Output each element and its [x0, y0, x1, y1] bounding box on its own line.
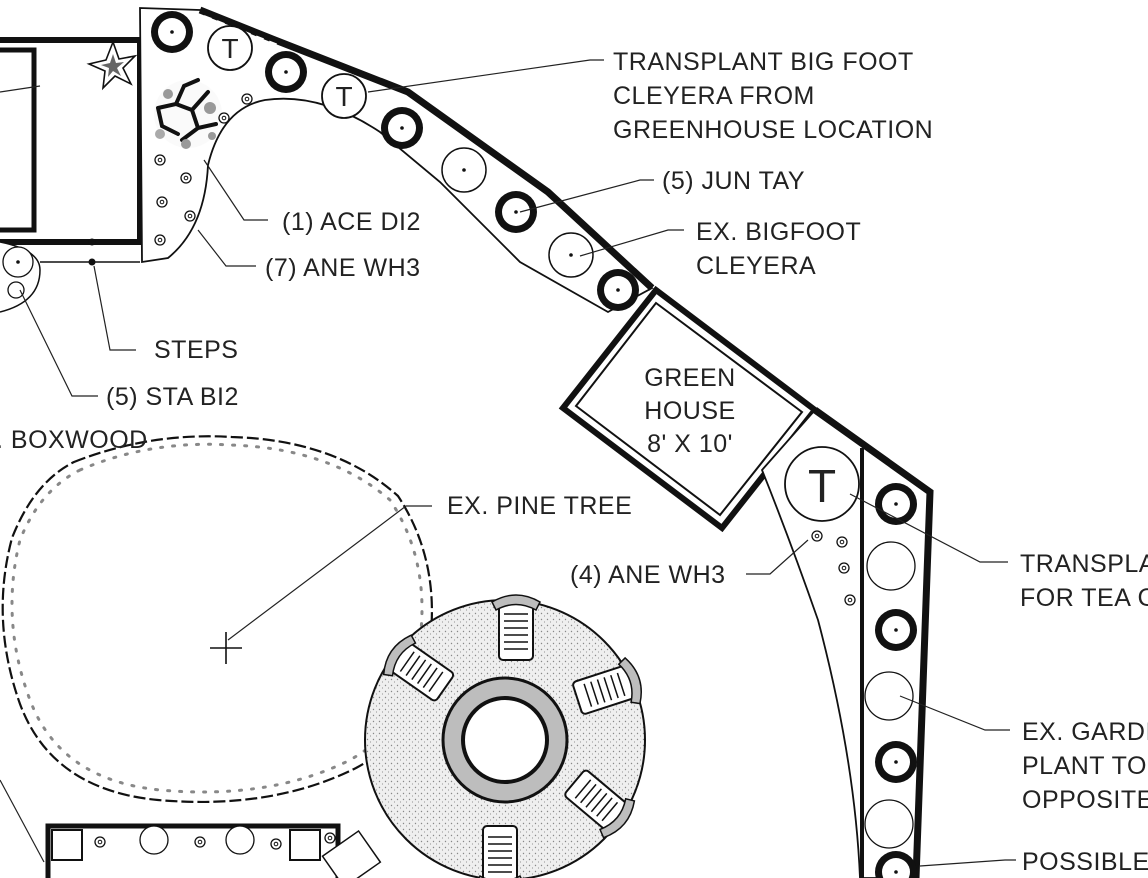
- boxwood-label: . BOXWOOD: [0, 426, 148, 454]
- transplant-big-foot-label-2: CLEYERA FROM: [613, 82, 815, 110]
- transplant-tea-label-1: TRANSPLA: [1020, 550, 1148, 578]
- north-planting-bed: [139, 6, 655, 314]
- transplant-tea-label-2: FOR TEA C: [1020, 584, 1148, 612]
- greenhouse-label-line-1: GREEN: [644, 364, 735, 392]
- ex-garden-label-3: OPPOSITE: [1022, 786, 1148, 814]
- sta-bi2-planting: [0, 241, 41, 313]
- svg-text:T: T: [221, 33, 238, 64]
- steps-marker: [88, 238, 96, 246]
- ex-garden-label-1: EX. GARDI: [1022, 718, 1148, 746]
- steps-label: STEPS: [154, 336, 238, 364]
- ex-bigfoot-label-2: CLEYERA: [696, 252, 816, 280]
- ex-garden-label-2: PLANT TO: [1022, 752, 1147, 780]
- sta-bi2-label: (5) STA BI2: [106, 383, 239, 411]
- ace-di2-tree-icon: [154, 78, 222, 149]
- transplant-big-foot-label-1: TRANSPLANT BIG FOOT: [613, 48, 914, 76]
- greenhouse-size-label: 8' X 10': [647, 430, 733, 458]
- ex-bigfoot-label-1: EX. BIGFOOT: [696, 218, 861, 246]
- leader-lines: [0, 59, 1016, 867]
- ace-di2-label: (1) ACE DI2: [282, 208, 421, 236]
- greenhouse-building: GREEN HOUSE 8' X 10': [558, 285, 820, 533]
- ex-pine-tree-canopy: [1, 435, 433, 804]
- svg-text:T: T: [808, 460, 836, 512]
- transplant-marker-1: T: [207, 25, 253, 71]
- ane-wh3-7-label: (7) ANE WH3: [265, 254, 421, 282]
- south-planting-bed: [45, 823, 382, 878]
- svg-text:T: T: [335, 81, 352, 112]
- ex-bigfoot-cleyera-group: [441, 147, 594, 278]
- east-bed-shrubs: [864, 483, 917, 878]
- transplant-marker-3: [784, 446, 860, 522]
- pine-tree-label: EX. PINE TREE: [447, 492, 632, 520]
- jun-tay-label: (5) JUN TAY: [662, 167, 805, 195]
- ane-wh3-4-label: (4) ANE WH3: [570, 561, 726, 589]
- transplant-big-foot-label-3: GREENHOUSE LOCATION: [613, 116, 933, 144]
- greenhouse-label-line-2: HOUSE: [644, 397, 735, 425]
- transplant-marker-2: T: [321, 73, 367, 119]
- star-plant-icon: [86, 39, 138, 91]
- possible-label: POSSIBLE: [1022, 848, 1148, 876]
